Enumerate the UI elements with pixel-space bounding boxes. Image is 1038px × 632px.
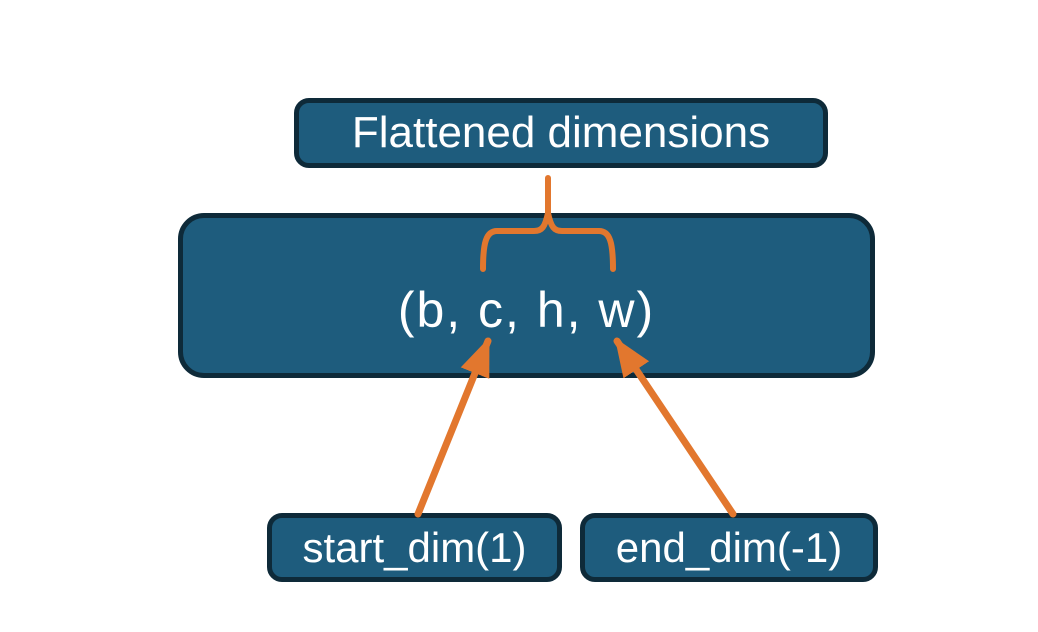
- end-dim-box: end_dim(-1): [580, 513, 878, 582]
- flattened-dimensions-label: Flattened dimensions: [351, 108, 771, 157]
- end-dim-label: end_dim(-1): [615, 523, 843, 571]
- tensor-shape-label: (b, c, h, w): [397, 282, 656, 338]
- flattened-dimensions-box: Flattened dimensions: [294, 98, 828, 168]
- tensor-shape-box: (b, c, h, w): [178, 213, 875, 378]
- start-dim-box: start_dim(1): [267, 513, 562, 582]
- start-dim-label: start_dim(1): [302, 523, 527, 571]
